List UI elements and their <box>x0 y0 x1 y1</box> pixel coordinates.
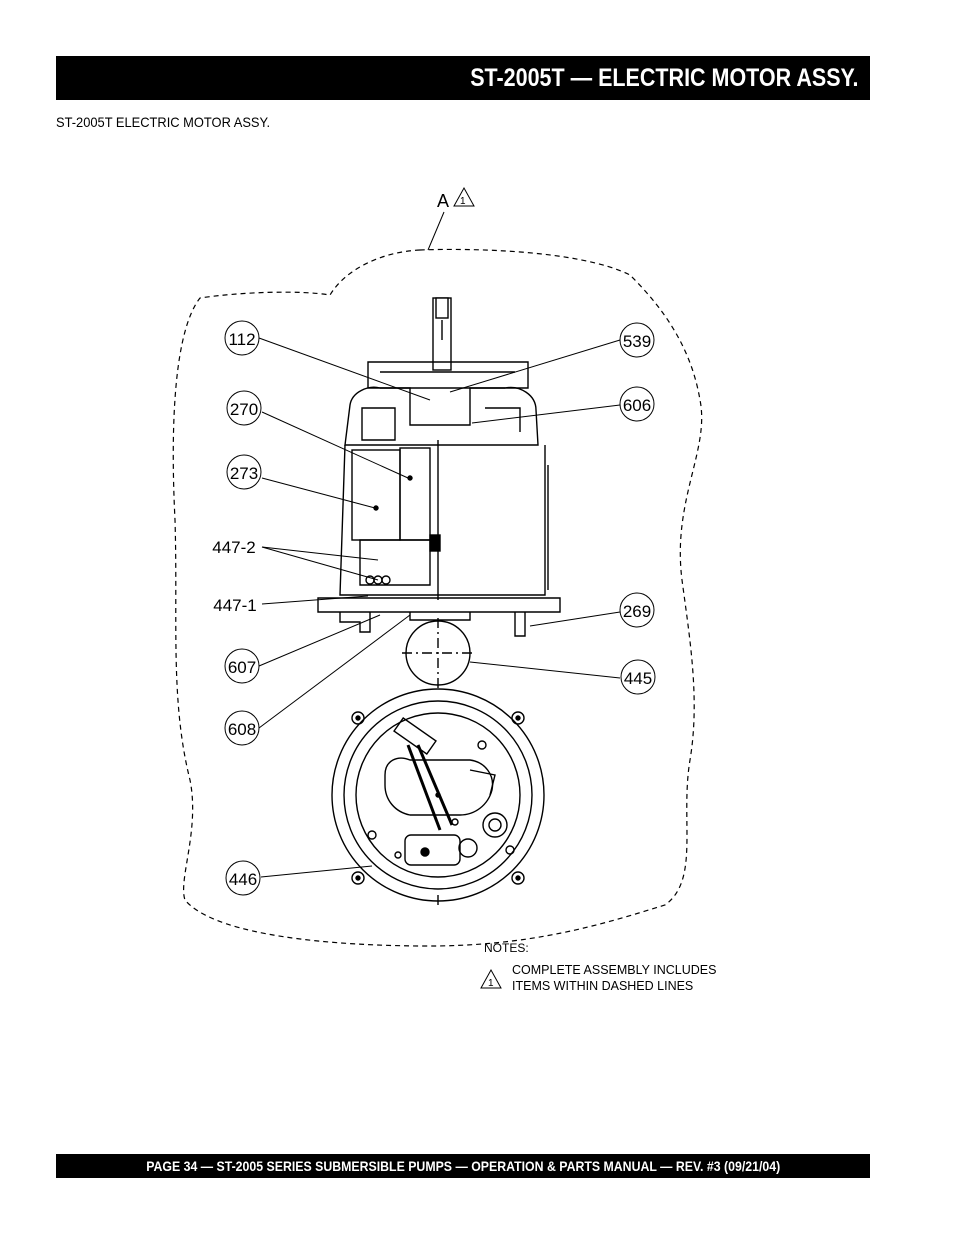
notes-block: NOTES: 1 COMPLETE ASSEMBLY INCLUDES ITEM… <box>480 941 716 993</box>
callout-273-label: 273 <box>230 464 258 483</box>
notes-number: 1 <box>488 978 494 989</box>
callouts-left: 112 270 273 447-2 447-1 607 608 446 <box>212 320 262 896</box>
motor-bottom-view <box>331 688 545 905</box>
footer-text: PAGE 34 — ST-2005 SERIES SUBMERSIBLE PUM… <box>146 1158 780 1174</box>
callout-606 <box>619 386 655 422</box>
callout-606-label: 606 <box>623 396 651 415</box>
callout-608 <box>224 710 260 746</box>
callout-112-label: 112 <box>228 330 255 349</box>
footer-bar: PAGE 34 — ST-2005 SERIES SUBMERSIBLE PUM… <box>56 1154 870 1178</box>
callout-446-label: 446 <box>229 870 257 889</box>
note-triangle-icon <box>453 186 475 207</box>
callout-447-1-label: 447-1 <box>213 596 256 615</box>
callouts-right: 539 606 269 445 <box>619 322 656 695</box>
callout-539 <box>619 322 655 358</box>
callout-607-label: 607 <box>228 658 256 677</box>
callout-446 <box>225 860 261 896</box>
callout-269-label: 269 <box>623 602 651 621</box>
notes-line-1: COMPLETE ASSEMBLY INCLUDES <box>512 963 716 977</box>
callout-608-label: 608 <box>228 720 256 739</box>
motor-side-view <box>317 297 561 637</box>
callout-447-2-label: 447-2 <box>212 538 255 557</box>
callout-270 <box>226 390 262 426</box>
cable-cylinder <box>402 618 474 690</box>
assembly-boundary <box>172 248 703 947</box>
callout-445 <box>620 659 656 695</box>
note-triangle-icon <box>480 968 502 989</box>
notes-heading: NOTES: <box>484 941 529 955</box>
callout-445-label: 445 <box>624 669 652 688</box>
notes-line-2: ITEMS WITHIN DASHED LINES <box>512 979 693 993</box>
assembly-note-number: 1 <box>460 196 466 207</box>
callout-539-label: 539 <box>623 332 651 351</box>
diagram-caption: ST-2005T ELECTRIC MOTOR ASSY. <box>56 114 271 130</box>
callout-273 <box>226 454 262 490</box>
leader-lines <box>258 337 621 878</box>
assembly-letter: A <box>437 191 449 211</box>
callout-269 <box>619 592 655 628</box>
callout-270-label: 270 <box>230 400 258 419</box>
callout-112 <box>224 320 260 356</box>
header-bar: ST-2005T — ELECTRIC MOTOR ASSY. <box>56 56 870 100</box>
page-title: ST-2005T — ELECTRIC MOTOR ASSY. <box>469 63 858 92</box>
assembly-leader <box>427 211 445 251</box>
callout-607 <box>224 648 260 684</box>
